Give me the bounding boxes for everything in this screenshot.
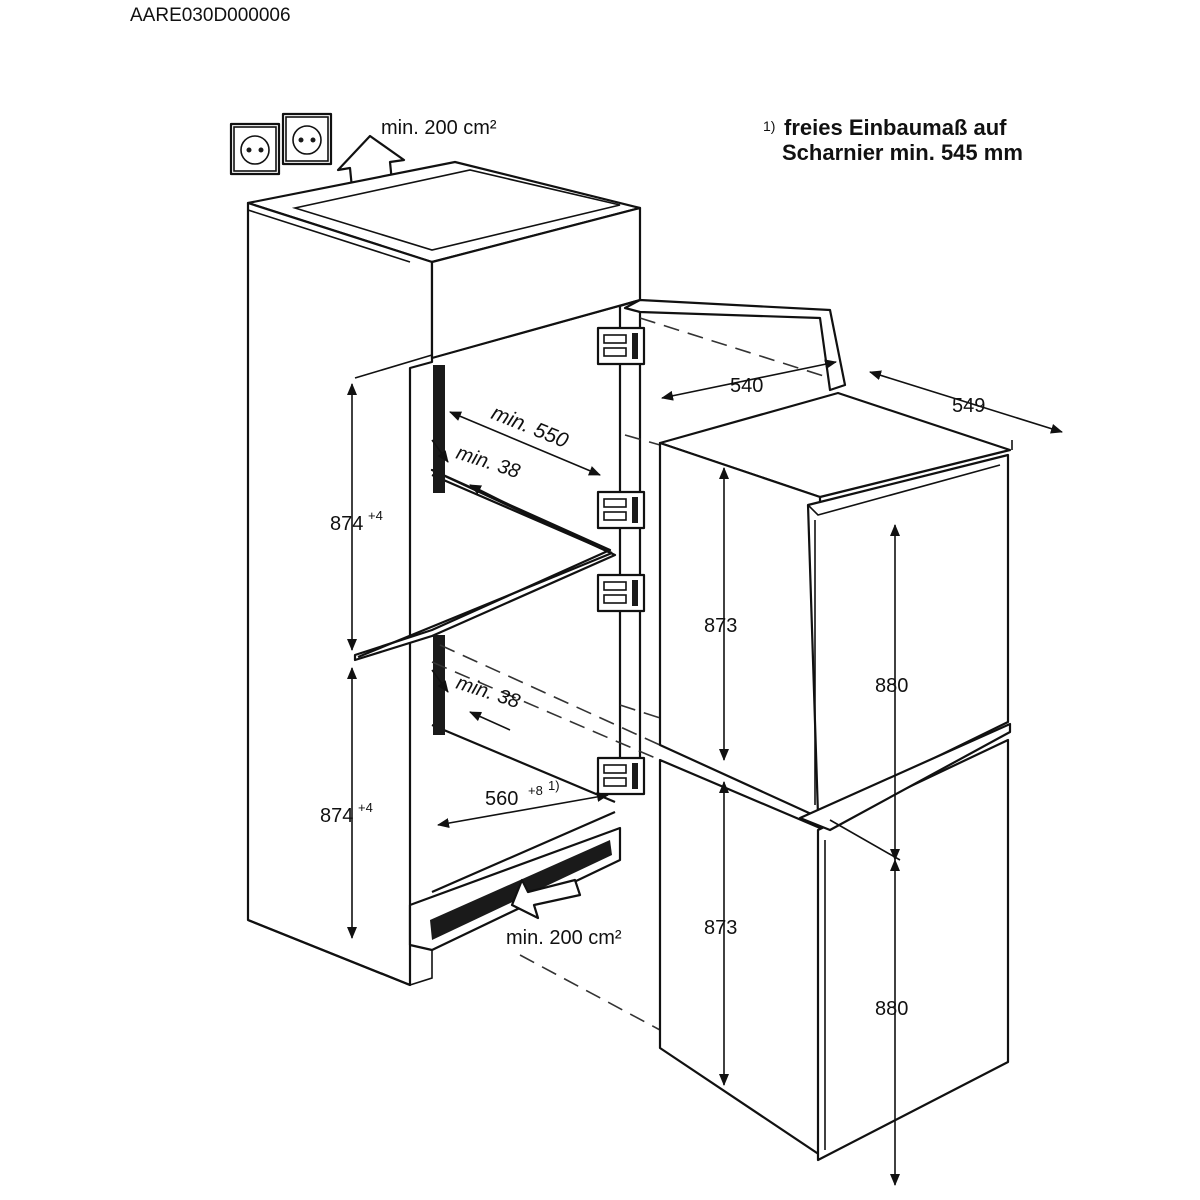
appliance (658, 391, 1012, 1162)
niche-height-lower-tol: +4 (358, 800, 373, 815)
drawing-code: AARE030D000006 (130, 5, 291, 26)
door-height-upper: 880 (875, 675, 908, 697)
footnote-marker: 1) (763, 118, 775, 134)
niche-height-upper-tol: +4 (368, 508, 383, 523)
cabinet (246, 160, 642, 987)
hinge (596, 326, 646, 366)
hinge (596, 756, 646, 796)
body-height-lower: 873 (704, 917, 737, 939)
footnote-line-1: freies Einbaumaß auf (784, 115, 1007, 140)
body-height-upper: 873 (704, 615, 737, 637)
open-door (623, 298, 847, 392)
niche-width-tol: +8 (528, 783, 543, 798)
niche-height-upper: 874 (330, 513, 363, 535)
niche-height-lower: 874 (320, 805, 353, 827)
niche-width: 560 (485, 788, 518, 810)
hinge (596, 490, 646, 530)
power-socket-icon (281, 112, 333, 166)
hinge (596, 573, 646, 613)
footnote-line-2: Scharnier min. 545 mm (782, 140, 1023, 165)
vent-top-label: min. 200 cm² (381, 117, 497, 139)
power-socket-icon (229, 122, 281, 176)
airflow-arrow-icon (510, 878, 582, 920)
projection-lines (431, 317, 831, 1031)
footnote: 1) freies Einbaumaß auf Scharnier min. 5… (763, 115, 1023, 165)
appliance-width: 540 (730, 375, 763, 397)
door-height-lower: 880 (875, 998, 908, 1020)
appliance-depth: 549 (952, 395, 985, 417)
vent-bottom-label: min. 200 cm² (506, 927, 622, 949)
niche-width-note: 1) (548, 778, 560, 793)
gap-upper-min: min. 38 (453, 442, 522, 483)
